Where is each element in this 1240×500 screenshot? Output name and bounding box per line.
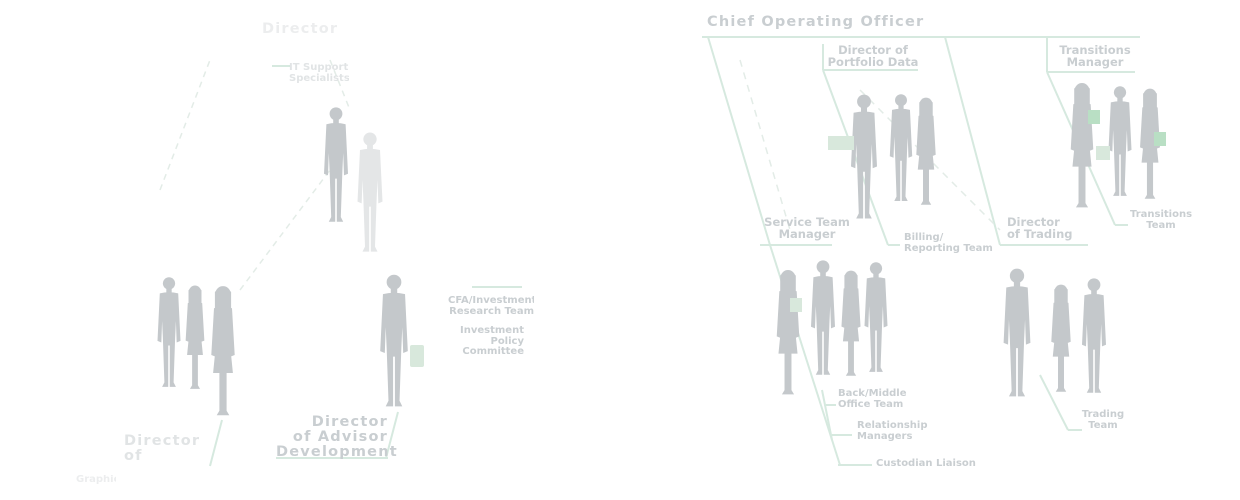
relationship-managers-label: Relationship Managers xyxy=(857,420,928,442)
billing-reporting-label: Billing/ Reporting Team xyxy=(904,232,993,254)
right-silhouettes xyxy=(776,83,1166,397)
service-team-manager-label: Service Team Manager xyxy=(764,215,850,242)
it-support-label: IT Support Specialists xyxy=(289,63,349,84)
portfolio-data-group xyxy=(828,94,936,219)
marketing-group xyxy=(157,277,235,416)
it-support-person-faded xyxy=(357,132,383,252)
transitions-group xyxy=(1070,83,1166,208)
left-connectors xyxy=(159,59,351,291)
left-silhouettes xyxy=(157,107,424,416)
left-top-heading: Director xyxy=(262,21,339,37)
it-support-person xyxy=(324,107,348,222)
left-solid-lines xyxy=(209,65,522,467)
cfa-team-label: CFA/Investment Research Team xyxy=(448,296,534,317)
right-dashed-connectors xyxy=(739,59,1001,231)
graphic-label: Graphic xyxy=(76,475,116,485)
back-middle-office-label: Back/Middle Office Team xyxy=(838,388,907,410)
service-team-group xyxy=(776,260,888,395)
director-advisor-label: Director of Advisor Development xyxy=(276,414,398,461)
advisor-person xyxy=(380,274,424,407)
trading-group xyxy=(1003,268,1106,397)
chief-operating-officer-label: Chief Operating Officer xyxy=(707,14,925,30)
transitions-team-label: Transitions Team xyxy=(1129,209,1193,231)
director-trading-label: Director of Trading xyxy=(1007,215,1073,242)
custodian-liaison-label: Custodian Liaison xyxy=(876,458,976,469)
trading-team-label: Trading Team xyxy=(1081,409,1125,431)
director-portfolio-data-label: Director of Portfolio Data xyxy=(827,43,919,70)
investment-policy-label: Investment Policy Committee xyxy=(460,326,524,357)
director-marketing-label: Director of Marketing xyxy=(124,434,216,464)
transitions-manager-label: Transitions Manager xyxy=(1059,43,1131,70)
